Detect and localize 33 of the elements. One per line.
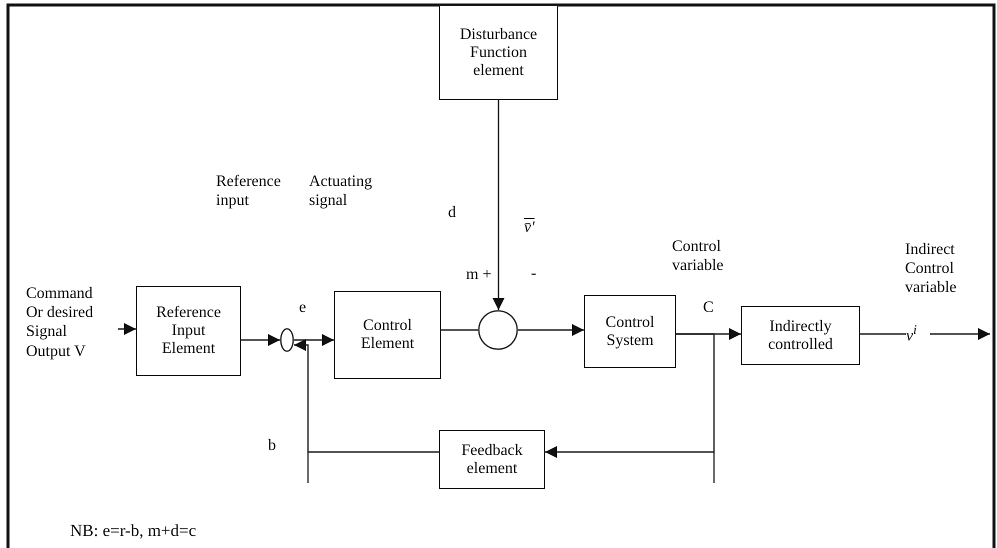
arrow xyxy=(241,334,280,346)
arrow xyxy=(118,323,136,335)
arrow xyxy=(492,100,504,310)
block-box xyxy=(439,5,558,100)
signal-label: Reference input xyxy=(216,172,282,210)
block-label: Control Element xyxy=(360,317,416,353)
block-box xyxy=(334,291,441,379)
signal-label: Actuating signal xyxy=(309,172,374,210)
arrow xyxy=(294,334,334,346)
sign-mark: - xyxy=(531,264,538,284)
note-text: NB: e=r-b, m+d=c xyxy=(70,521,198,542)
signal-symbol: C xyxy=(703,298,715,318)
block-label: Feedback element xyxy=(460,442,524,478)
block-label: Control System xyxy=(604,314,656,350)
signal-symbol: v̄' xyxy=(524,218,536,238)
block-label: Reference Input Element xyxy=(155,304,222,358)
signal-label: Indirect Control variable xyxy=(905,240,958,298)
block-label: Disturbance Function element xyxy=(458,26,538,80)
arrow xyxy=(860,328,990,340)
input-label: Command Or desired Signal Output V xyxy=(26,284,94,361)
block-label: Indirectly controlled xyxy=(767,318,834,354)
signal-symbol: e xyxy=(299,298,308,318)
signal-symbol: d xyxy=(448,203,457,222)
arrow xyxy=(545,333,715,458)
signal-symbol: b xyxy=(268,436,277,456)
arrow xyxy=(294,339,439,453)
block-box xyxy=(439,430,545,489)
block-box xyxy=(136,286,241,376)
block-box xyxy=(741,306,860,365)
signal-symbol: m + xyxy=(466,265,492,284)
arrow xyxy=(518,324,584,336)
signal-label: Control variable xyxy=(672,237,725,276)
block-box xyxy=(584,295,676,368)
